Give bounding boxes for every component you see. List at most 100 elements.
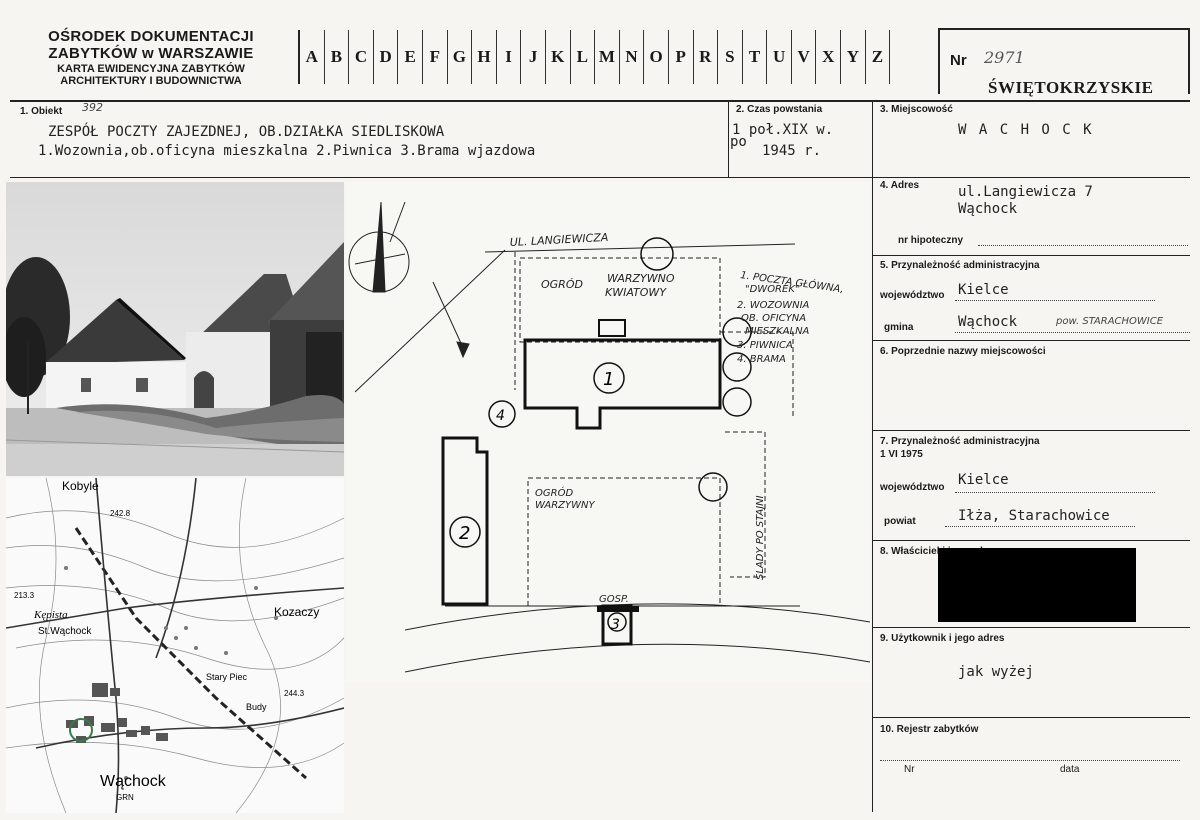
location-map: Kobyle 242.8 213.3 Kępista St.Wąchock Ko… [6, 478, 344, 813]
miejscowosc-value: W A C H O C K [958, 122, 1094, 138]
index-letter: K [546, 30, 571, 84]
wojewodztwo-1975-value: Kielce [958, 472, 1009, 488]
czas-line-2: po [730, 134, 747, 150]
index-letter: F [423, 30, 448, 84]
site-plan-drawing: 1 2 3 4 UL. LANGIEWICZA OGRÓD WARZYWNO K… [345, 182, 871, 682]
index-letter: I [497, 30, 522, 84]
map-label-budy: Budy [246, 702, 267, 712]
plan-gosp-label: GOSP. [599, 594, 629, 605]
org-line-1: OŚRODEK DOKUMENTACJI [48, 28, 254, 45]
przynaleznosc-1975-label: 7. Przynależność administracyjna [880, 436, 1040, 447]
plan-garden-1b: WARZYWNO [607, 272, 675, 285]
map-label-grn: GRN [116, 793, 134, 802]
wojewodztwo-1975-line [955, 492, 1155, 493]
index-letter: L [571, 30, 596, 84]
adres-line-1: ul.Langiewicza 7 [958, 184, 1093, 200]
plan-garden-1: OGRÓD [541, 278, 583, 291]
index-letter: J [521, 30, 546, 84]
index-letter: B [325, 30, 350, 84]
obiekt-label: 1. Obiekt [20, 106, 63, 117]
index-letter: H [472, 30, 497, 84]
plan-number-2: 2 [459, 523, 470, 544]
gmina-line [955, 332, 1190, 333]
map-label-kepista: Kępista [33, 609, 68, 621]
index-letter: M [595, 30, 620, 84]
map-label-kozaczy: Kozaczy [274, 605, 319, 619]
czas-line-1: 1 poł.XIX w. [732, 122, 834, 138]
region-name: ŚWIĘTOKRZYSKIE [988, 78, 1154, 97]
plan-number-1: 1 [603, 369, 614, 390]
record-number-box: Nr 2971 ŚWIĘTOKRZYSKIE [938, 28, 1190, 97]
przynaleznosc-label: 5. Przynależność administracyjna [880, 260, 1040, 271]
rejestr-data-label: data [1060, 764, 1080, 775]
index-letter: U [767, 30, 792, 84]
record-number-label: Nr [950, 52, 967, 69]
rejestr-nr-label: Nr [904, 764, 915, 775]
plan-street-label: UL. LANGIEWICZA [509, 231, 608, 249]
wojewodztwo-line [955, 300, 1155, 301]
org-line-3: KARTA EWIDENCYJNA ZABYTKÓW [57, 62, 245, 75]
org-line-2: ZABYTKÓW w WARSZAWIE [48, 45, 254, 63]
obiekt-handwritten: 392 [82, 101, 103, 114]
hipoteczny-label: nr hipoteczny [898, 235, 964, 246]
rule-8 [872, 627, 1190, 628]
rule-9 [872, 717, 1190, 718]
index-letter: R [694, 30, 719, 84]
institution-header: OŚRODEK DOKUMENTACJI ZABYTKÓW w WARSZAWI… [16, 28, 286, 88]
building-photograph [6, 182, 344, 476]
gmina-label: gmina [884, 322, 914, 333]
plan-legend-3: 3. PIWNICA [737, 340, 793, 351]
rule-mid [10, 177, 1190, 178]
gmina-handwritten: pow. STARACHOWICE [1056, 316, 1164, 327]
hipoteczny-line [978, 245, 1188, 246]
org-line-4: ARCHITEKTURY I BUDOWNICTWA [60, 75, 242, 88]
index-letter: A [300, 30, 325, 84]
rule-7 [872, 540, 1190, 541]
rejestr-line [880, 760, 1180, 761]
index-letter: C [349, 30, 374, 84]
rule-6 [872, 430, 1190, 431]
powiat-line [945, 526, 1135, 527]
wojewodztwo-label: województwo [880, 290, 945, 301]
plan-garden-2: OGRÓD [535, 486, 573, 499]
index-letter: Z [866, 30, 891, 84]
index-letter: X [816, 30, 842, 84]
redaction-block [938, 548, 1136, 622]
rejestr-label: 10. Rejestr zabytków [880, 724, 979, 735]
index-letter: Y [841, 30, 866, 84]
uzytkownik-value: jak wyżej [958, 664, 1034, 680]
map-height-3: 244.3 [284, 689, 305, 698]
index-letter: G [448, 30, 473, 84]
powiat-value: Iłża, Starachowice [958, 508, 1110, 524]
czas-label: 2. Czas powstania [736, 104, 823, 115]
rule-4 [872, 255, 1190, 256]
index-letter: S [718, 30, 743, 84]
czas-line-3: 1945 r. [762, 143, 822, 159]
adres-line-2: Wąchock [958, 201, 1018, 217]
plan-number-3: 3 [611, 617, 620, 633]
plan-garden-1c: KWIATOWY [605, 286, 667, 299]
adres-label: 4. Adres [880, 180, 920, 191]
index-letter: E [398, 30, 423, 84]
map-label-kobyle: Kobyle [62, 479, 99, 493]
uzytkownik-label: 9. Użytkownik i jego adres [880, 633, 1005, 644]
divider-czas [728, 100, 729, 177]
map-label-wachock: Wąchock [100, 773, 167, 790]
plan-legend-2: 2. WOZOWNIA [737, 300, 810, 311]
rule-5 [872, 340, 1190, 341]
gmina-value: Wąchock [958, 314, 1018, 330]
plan-legend-2b: OB. OFICYNA [741, 313, 806, 324]
przynaleznosc-1975-date: 1 VI 1975 [880, 449, 923, 460]
index-letter: O [644, 30, 669, 84]
powiat-label: powiat [884, 516, 916, 527]
map-label-starypiec: Stary Piec [206, 672, 248, 682]
map-height-2: 213.3 [14, 591, 35, 600]
index-letter: D [374, 30, 399, 84]
map-label-stwachock: St.Wąchock [38, 626, 92, 637]
map-height-1: 242.8 [110, 509, 131, 518]
plan-legend-4: 4. BRAMA [737, 354, 786, 365]
divider-right-column [872, 100, 873, 812]
record-number-value: 2971 [984, 48, 1025, 67]
plan-legend-2c: MIESZKALNA [745, 326, 810, 337]
